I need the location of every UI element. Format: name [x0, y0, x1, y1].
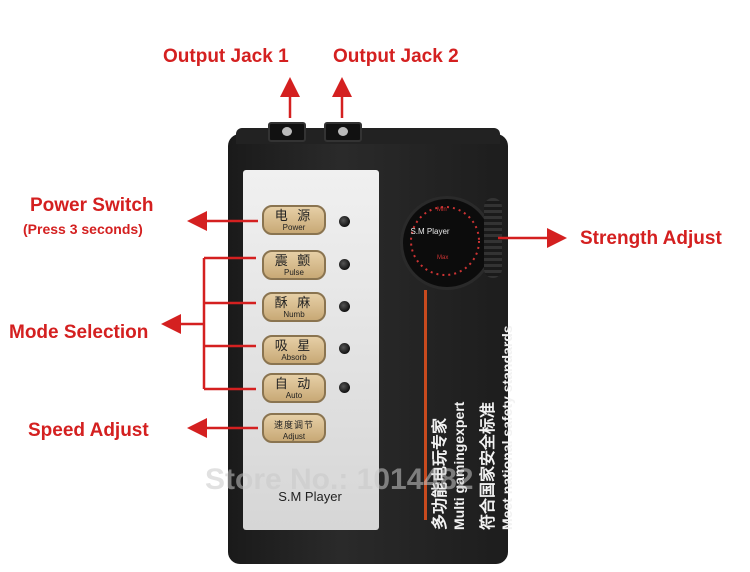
knob-min-label: Min	[437, 207, 447, 213]
button-label-en: Power	[282, 223, 306, 232]
numb-led	[339, 301, 350, 312]
strength-wheel[interactable]	[484, 198, 502, 278]
button-label-en: Pulse	[283, 268, 304, 277]
jack-pin	[338, 127, 348, 136]
auto-led	[339, 382, 350, 393]
strength-knob[interactable]	[400, 196, 494, 290]
numb-mode-button[interactable]: 酥 麻 Numb	[262, 292, 326, 322]
output-jack-2[interactable]	[324, 122, 362, 142]
knob-brand-label: S.M Player	[410, 227, 450, 236]
button-label-zh: 酥 麻	[274, 295, 314, 310]
callout-output-jack-2: Output Jack 2	[333, 46, 459, 67]
auto-mode-button[interactable]: 自 动 Auto	[262, 373, 326, 403]
output-jack-1[interactable]	[268, 122, 306, 142]
callout-strength-adjust: Strength Adjust	[580, 228, 722, 249]
callout-speed-adjust: Speed Adjust	[28, 420, 149, 441]
power-led	[339, 216, 350, 227]
button-label-zh: 自 动	[274, 376, 314, 391]
button-label-zh: 速度调节	[273, 420, 314, 430]
callout-output-jack-1: Output Jack 1	[163, 46, 289, 67]
knob-max-label: Max	[437, 255, 449, 261]
button-label-en: Absorb	[281, 353, 307, 362]
button-label-en: Numb	[283, 310, 305, 319]
callout-power-switch: Power Switch	[30, 195, 154, 216]
speed-adjust-button[interactable]: 速度调节 Adjust	[262, 413, 326, 443]
callout-mode-selection: Mode Selection	[9, 322, 149, 343]
button-label-en: Auto	[285, 391, 303, 400]
jack-pin	[282, 127, 292, 136]
pulse-led	[339, 259, 350, 270]
button-label-zh: 电 源	[274, 208, 314, 223]
pulse-mode-button[interactable]: 震 颤 Pulse	[262, 250, 326, 280]
panel-brand-label: S.M Player	[278, 489, 342, 504]
accent-stripe	[424, 290, 427, 520]
button-label-zh: 吸 星	[274, 338, 314, 353]
button-label-zh: 震 颤	[274, 253, 314, 268]
store-watermark: Store No.: 1014482	[205, 463, 474, 496]
absorb-led	[339, 343, 350, 354]
absorb-mode-button[interactable]: 吸 星 Absorb	[262, 335, 326, 365]
mode-bracket	[202, 256, 256, 391]
power-button[interactable]: 电 源 Power	[262, 205, 326, 235]
callout-power-switch-note: (Press 3 seconds)	[23, 221, 143, 237]
button-label-en: Adjust	[282, 432, 306, 441]
